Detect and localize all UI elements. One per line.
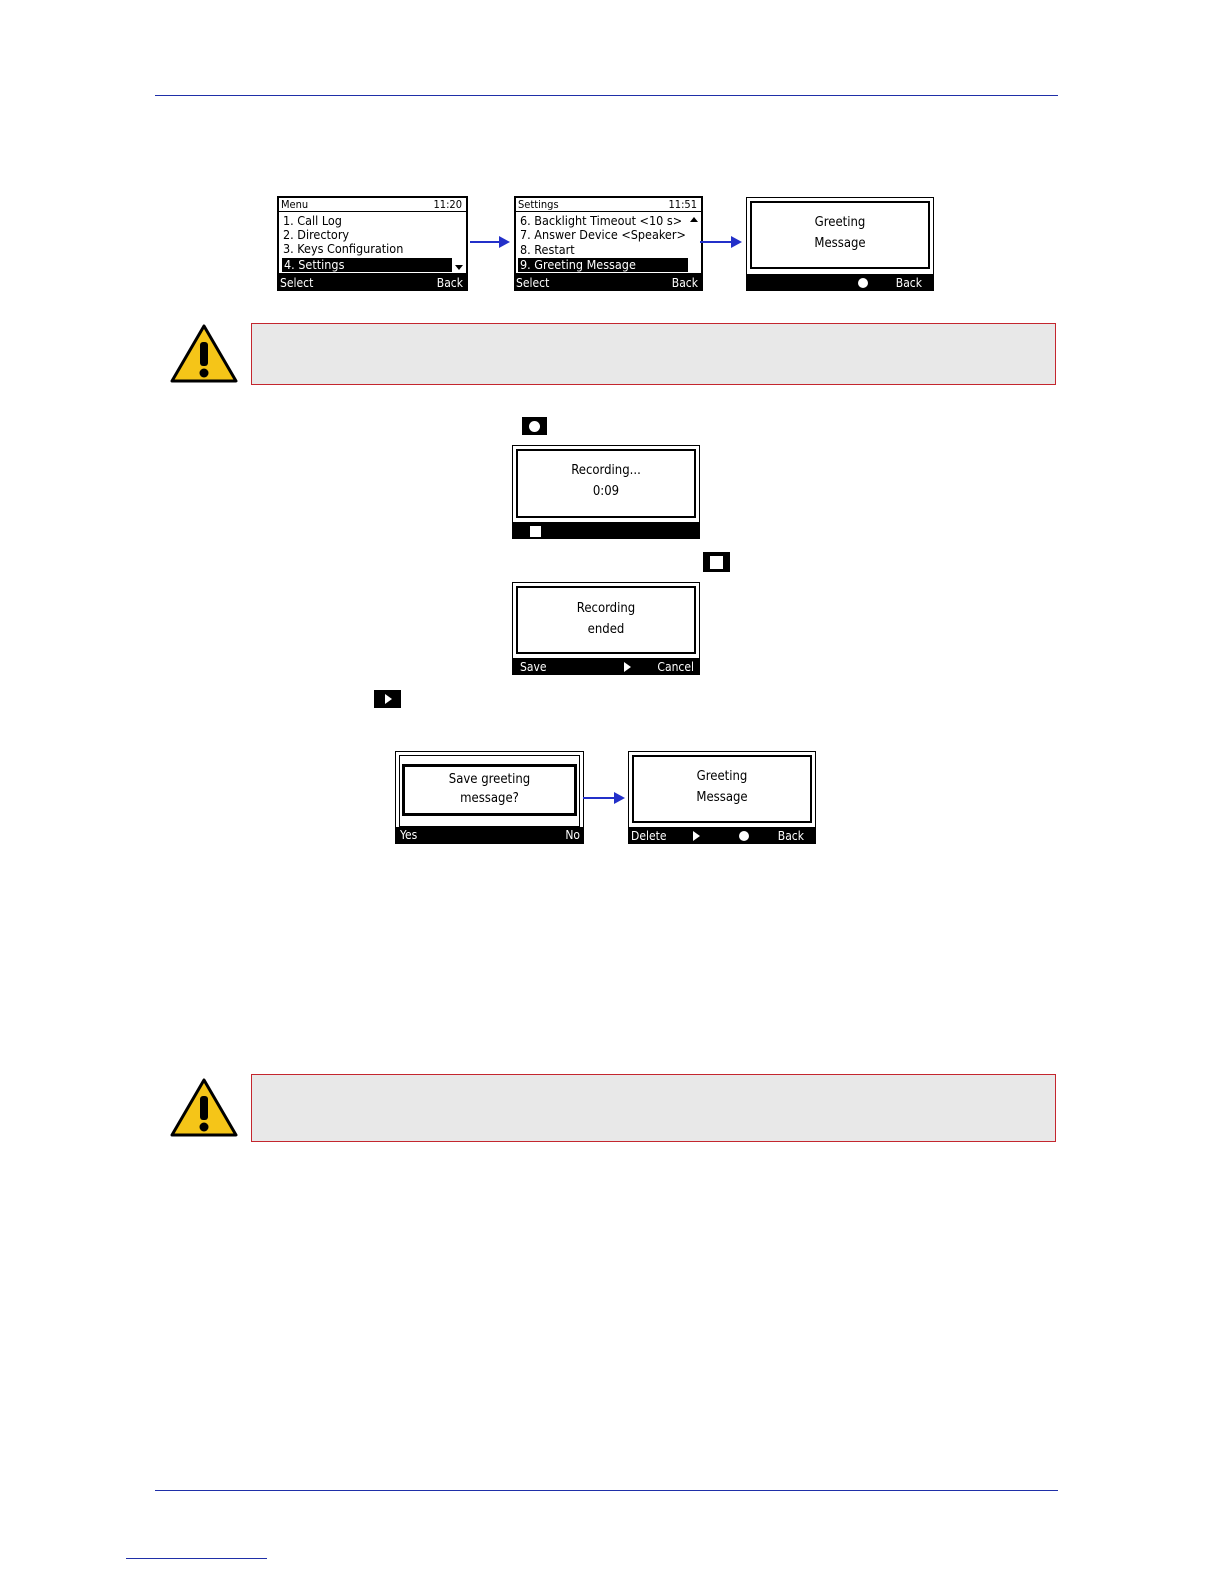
menu-time: 11:20 <box>433 198 462 211</box>
scroll-down-icon <box>455 265 463 270</box>
flow-arrow <box>583 797 615 799</box>
arrow-head-icon <box>731 236 742 248</box>
flow-arrow <box>470 241 500 243</box>
menu-screen: Menu 11:20 1. Call Log 2. Directory 3. K… <box>277 196 468 291</box>
recording-ended-screen: Recording ended Save Cancel <box>512 582 700 675</box>
settings-item[interactable]: 7. Answer Device <Speaker> <box>520 227 686 242</box>
header-rule <box>155 95 1058 96</box>
note-box <box>251 1074 1056 1142</box>
record-icon <box>522 417 547 435</box>
menu-softkeys: Select Back <box>277 275 468 291</box>
greeting-screen-1: Greeting Message Back <box>746 197 934 291</box>
arrow-head-icon <box>614 792 625 804</box>
warning-icon <box>170 1078 238 1137</box>
ended-softkeys: Save Cancel <box>512 659 700 675</box>
greeting-screen-2: Greeting Message Delete Back <box>628 751 816 844</box>
menu-item[interactable]: 3. Keys Configuration <box>283 241 404 256</box>
settings-item[interactable]: 6. Backlight Timeout <10 s> <box>520 213 683 228</box>
play-icon <box>374 690 401 708</box>
greeting2-softkeys: Delete Back <box>628 828 816 844</box>
warning-icon <box>170 324 238 383</box>
save-prompt-line2: message? <box>460 791 519 806</box>
recording-line1: Recording... <box>571 463 641 478</box>
settings-screen: Settings 11:51 6. Backlight Timeout <10 … <box>514 196 703 291</box>
save-prompt-screen: Save greeting message? Yes No <box>395 751 584 844</box>
settings-item[interactable]: 8. Restart <box>520 242 575 257</box>
greeting-line2: Message <box>814 236 866 251</box>
back-softkey[interactable]: Back <box>895 276 922 290</box>
back-softkey[interactable]: Back <box>777 829 804 843</box>
save-prompt-line1: Save greeting <box>448 772 531 787</box>
greeting-line1: Greeting <box>814 215 866 230</box>
recording-timer: 0:09 <box>592 484 620 499</box>
delete-softkey[interactable]: Delete <box>631 829 667 843</box>
scroll-up-icon <box>690 217 698 222</box>
menu-title: Menu <box>281 198 309 211</box>
settings-softkeys: Select Back <box>514 275 703 291</box>
stop-icon[interactable] <box>530 526 541 537</box>
cancel-softkey[interactable]: Cancel <box>657 660 694 674</box>
menu-item-selected[interactable]: 4. Settings <box>282 258 452 272</box>
greeting-softkeys: Back <box>746 275 934 291</box>
greeting2-line2: Message <box>696 790 748 805</box>
no-softkey[interactable]: No <box>565 828 580 842</box>
record-icon[interactable] <box>739 831 749 841</box>
settings-title-bar: Settings 11:51 <box>516 198 701 212</box>
yes-softkey[interactable]: Yes <box>400 828 418 842</box>
stop-icon <box>703 552 730 572</box>
footnote-rule <box>126 1558 267 1559</box>
menu-item[interactable]: 1. Call Log <box>283 213 342 228</box>
save-softkey[interactable]: Save <box>520 660 547 674</box>
menu-title-bar: Menu 11:20 <box>279 198 466 212</box>
select-softkey[interactable]: Select <box>516 276 550 290</box>
select-softkey[interactable]: Select <box>280 276 314 290</box>
recording-screen: Recording... 0:09 <box>512 445 700 539</box>
flow-arrow <box>700 241 732 243</box>
greeting2-line1: Greeting <box>696 769 748 784</box>
ended-line1: Recording <box>576 601 636 616</box>
settings-time: 11:51 <box>668 198 697 211</box>
settings-title: Settings <box>518 198 559 211</box>
back-softkey[interactable]: Back <box>436 276 463 290</box>
record-icon[interactable] <box>858 278 868 288</box>
recording-softkeys <box>512 523 700 539</box>
save-prompt-softkeys: Yes No <box>396 827 583 843</box>
arrow-head-icon <box>499 236 510 248</box>
play-icon[interactable] <box>624 662 631 672</box>
back-softkey[interactable]: Back <box>671 276 698 290</box>
settings-item-selected[interactable]: 9. Greeting Message <box>518 258 688 272</box>
menu-item[interactable]: 2. Directory <box>283 227 350 242</box>
footer-rule <box>155 1490 1058 1491</box>
note-box <box>251 323 1056 385</box>
play-icon[interactable] <box>693 831 700 841</box>
ended-line2: ended <box>587 622 625 637</box>
